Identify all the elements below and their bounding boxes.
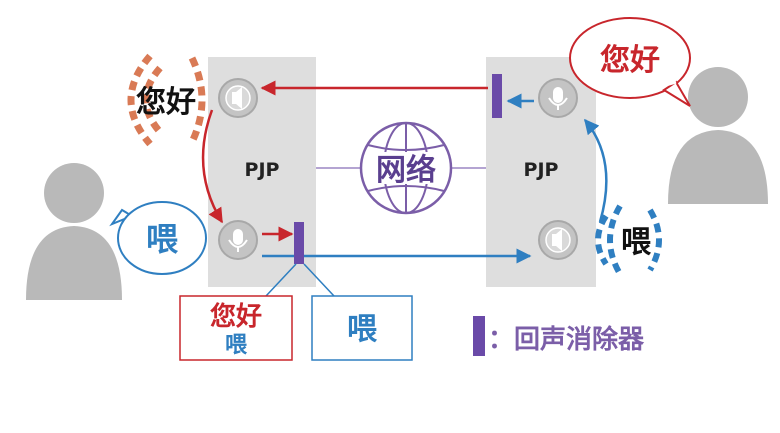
red-echo-curve <box>201 109 224 224</box>
sound-wave-icon <box>595 204 662 276</box>
legend-canceller-swatch <box>473 316 485 356</box>
left-echo-text: 您好 <box>136 85 196 120</box>
speaker-icon <box>218 78 258 118</box>
microphone-icon <box>218 220 258 260</box>
blue-echo-curve <box>584 118 608 223</box>
microphone-icon <box>538 78 578 118</box>
right-sound-text: 喂 <box>621 225 652 260</box>
person-icon <box>668 67 768 204</box>
left-speech-bubble <box>109 201 207 275</box>
clean-box-text: 喂 <box>347 312 378 347</box>
leader-clean <box>303 263 335 297</box>
clean-signal-box <box>311 295 413 361</box>
left-speech-text: 喂 <box>146 220 179 258</box>
legend-text: ：回声消除器 <box>488 324 645 355</box>
speaker-icon <box>538 220 578 260</box>
mix-box-line1: 您好 <box>210 301 262 332</box>
globe-icon <box>359 121 453 215</box>
network-label: 网络 <box>376 153 436 188</box>
left-echo-canceller <box>294 222 304 264</box>
leader-mix <box>265 263 297 297</box>
left-pjp-label: PJP <box>245 159 280 181</box>
right-echo-canceller <box>492 74 502 118</box>
right-speech-text: 您好 <box>600 43 660 78</box>
mixed-signal-box <box>179 295 293 361</box>
sound-wave-icon <box>127 53 206 147</box>
right-pjp-label: PJP <box>524 159 559 181</box>
person-icon <box>26 163 122 300</box>
right-speech-bubble <box>569 17 691 107</box>
mix-box-line2: 喂 <box>225 333 248 358</box>
